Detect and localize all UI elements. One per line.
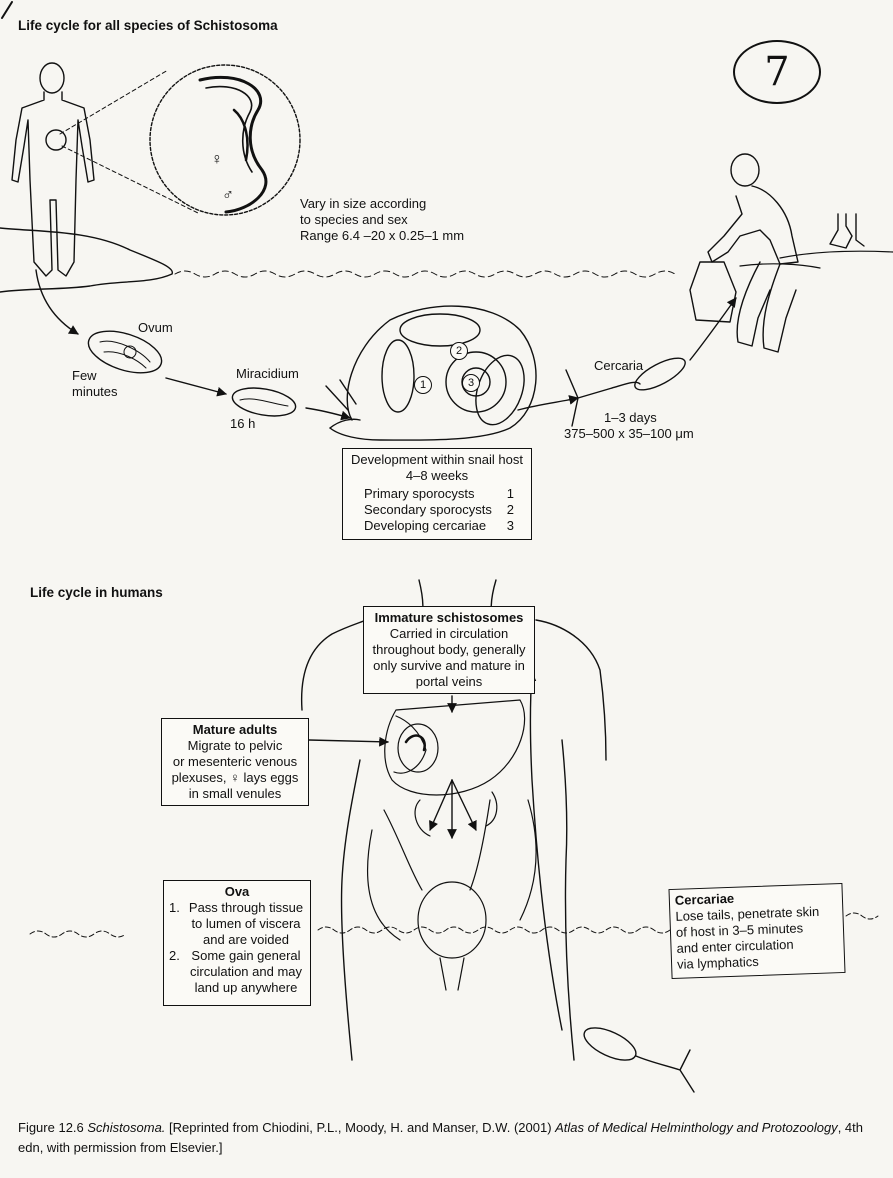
cercaria-size: 375–500 x 35–100 μm [564, 426, 694, 441]
miracidium-time: 16 h [230, 416, 256, 431]
snail-box-title: Development within snail host [351, 452, 523, 467]
snail-box-duration: 4–8 weeks [405, 468, 469, 483]
male-symbol: ♂ [222, 187, 234, 204]
zoom-lines [59, 69, 201, 215]
size-note-2: to species and sex [300, 212, 408, 227]
miracidium-label: Miracidium [236, 366, 299, 381]
water-line-right [845, 912, 879, 920]
size-note-1: Vary in size according [300, 196, 427, 211]
water-line-left [29, 930, 127, 938]
cercaria-days: 1–3 days [604, 410, 657, 425]
few-minutes-2: minutes [72, 384, 118, 399]
cercaria-label: Cercaria [594, 358, 644, 373]
caption-text-1: [Reprinted from Chiodini, P.L., Moody, H… [165, 1120, 556, 1135]
top-section-title: Life cycle for all species of Schistosom… [18, 18, 278, 33]
mature-adults-box: Mature adults Migrate to pelvic or mesen… [161, 718, 309, 806]
bottom-section-title: Life cycle in humans [30, 585, 163, 600]
figure-label: Figure 12.6 [18, 1120, 84, 1135]
ovum-label: Ovum [138, 320, 173, 335]
human-figure-icon [11, 62, 95, 277]
size-note-3: Range 6.4 –20 x 0.25–1 mm [300, 228, 465, 243]
right-bank [739, 250, 893, 269]
female-symbol: ♀ [211, 151, 223, 168]
corner-mark [1, 1, 13, 19]
snail-marker-2: 2 [450, 342, 468, 360]
cercariae-box: Cercariae Lose tails, penetrate skin of … [668, 882, 846, 980]
miracidium-icon [231, 387, 297, 417]
worm-pair-icon [149, 64, 301, 216]
water-line-mid [317, 926, 671, 934]
snail-development-box: Development within snail host 4–8 weeks … [342, 448, 532, 540]
shoreline [0, 227, 173, 293]
snail-icon [325, 305, 537, 441]
ovum-icon [87, 330, 163, 374]
page-number-circle: 7 [733, 40, 821, 104]
immature-schistosomes-box: Immature schistosomes Carried in circula… [363, 606, 535, 694]
water-surface [174, 270, 676, 278]
cercaria-bottom-icon [583, 1027, 695, 1093]
few-minutes-1: Few [72, 368, 97, 383]
snail-marker-1: 1 [414, 376, 432, 394]
caption-italic: Schistosoma. [87, 1120, 166, 1135]
caption-text-2: , 4th edn, with permission from Elsevier… [18, 1120, 863, 1155]
snail-marker-3: 3 [462, 374, 480, 392]
organs-illustration [367, 699, 537, 991]
washing-person-icon [689, 153, 865, 353]
figure-caption: Figure 12.6 Schistosoma. [Reprinted from… [18, 1118, 878, 1158]
human-torso-outline [300, 619, 607, 1061]
caption-book-title: Atlas of Medical Helminthology and Proto… [555, 1120, 838, 1135]
cercaria-icon [565, 357, 686, 427]
